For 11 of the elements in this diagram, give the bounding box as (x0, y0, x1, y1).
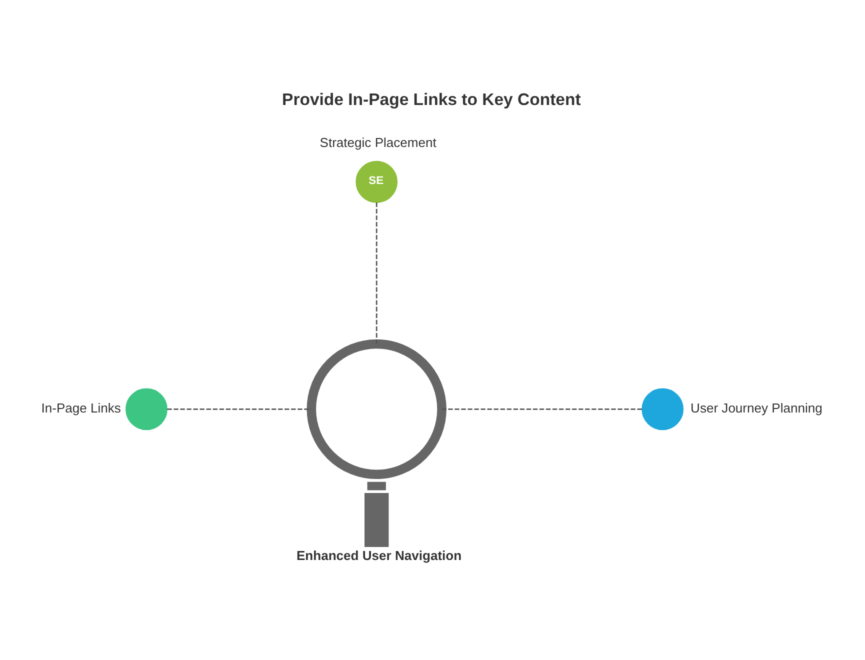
node-circle: SE (356, 160, 398, 203)
diagram-title: Provide In-Page Links to Key Content (282, 90, 581, 109)
node-label: Strategic Placement (320, 135, 436, 150)
node-circle (642, 388, 684, 430)
connector (442, 408, 642, 410)
node-label: In-Page Links (41, 400, 121, 416)
node-label: Enhanced User Navigation (296, 548, 462, 563)
node-circle (126, 388, 168, 430)
connector (167, 408, 312, 410)
node-label: User Journey Planning (690, 400, 822, 416)
connector (376, 202, 378, 344)
